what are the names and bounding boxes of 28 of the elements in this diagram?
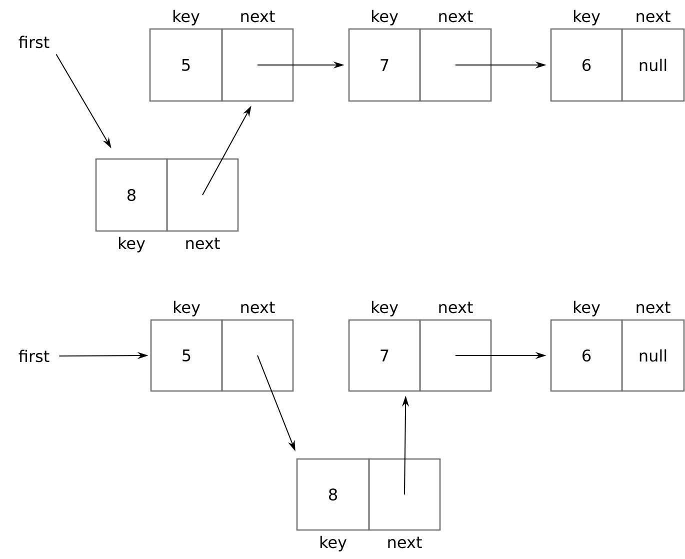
- column-label: next: [636, 302, 670, 314]
- column-label: next: [186, 238, 220, 250]
- column-label: next: [439, 10, 473, 22]
- column-label: key: [372, 300, 398, 316]
- field-cell: 6: [550, 319, 623, 392]
- field-cell: null: [621, 319, 685, 392]
- column-label: key: [320, 536, 347, 552]
- field-cell: 8: [95, 158, 168, 232]
- field-cell: 5: [149, 28, 223, 102]
- column-label: next: [388, 536, 422, 548]
- field-cell: 6: [550, 28, 623, 102]
- column-label: next: [636, 10, 670, 22]
- column-label: key: [174, 300, 200, 316]
- field-cell: 7: [348, 28, 421, 102]
- column-label: key: [173, 10, 200, 26]
- field-cell: null: [621, 28, 685, 102]
- column-label: key: [372, 10, 398, 26]
- field-cell: 7: [348, 319, 421, 392]
- field-cell: 8: [296, 458, 370, 531]
- column-label: key: [574, 300, 600, 316]
- column-label: next: [241, 10, 275, 22]
- column-label: next: [241, 302, 275, 314]
- column-label: key: [118, 236, 146, 252]
- pointer-label: first: [18, 350, 50, 362]
- field-cell: 5: [150, 319, 223, 392]
- pointer-label: first: [18, 36, 50, 48]
- column-label: next: [439, 302, 473, 314]
- column-label: key: [574, 10, 600, 26]
